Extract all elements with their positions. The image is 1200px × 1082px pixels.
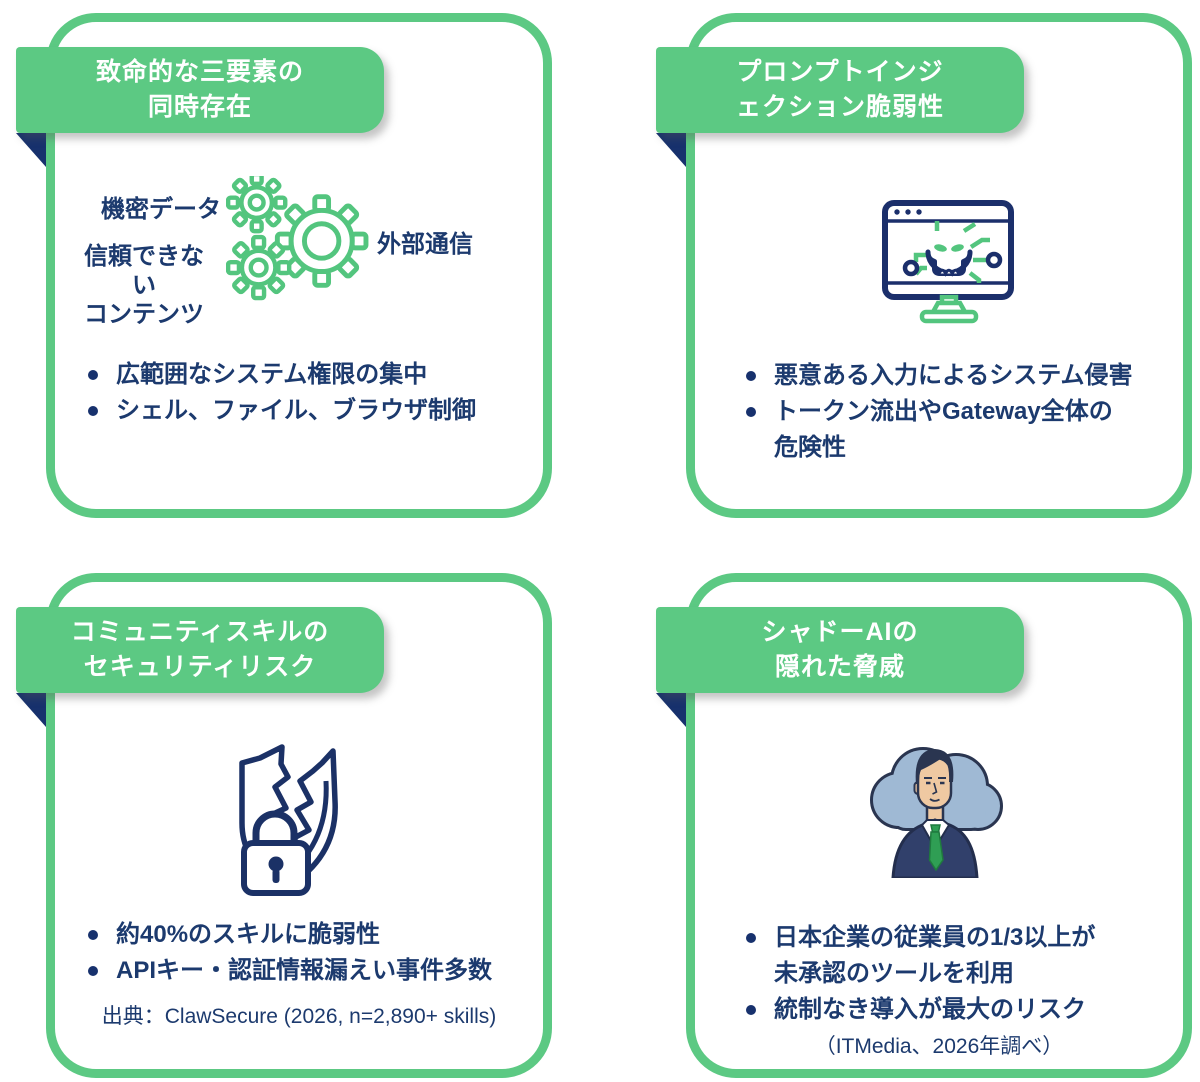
- label-untrusted-content: 信頼できない コンテンツ: [84, 243, 204, 328]
- bullet-list: 約40%のスキルに脆弱性 APIキー・認証情報漏えい事件多数: [76, 917, 516, 989]
- bullet-item: シェル、ファイル、ブラウザ制御: [76, 393, 516, 429]
- card-shadow-ai: シャドーAIの 隠れた脅威: [656, 573, 1192, 1078]
- ribbon-fold: [656, 133, 686, 167]
- card-title: コミュニティスキルの セキュリティリスク: [70, 618, 330, 681]
- bullet-item: トークン流出やGateway全体の 危険性: [734, 394, 1164, 466]
- gears-icon: [226, 176, 369, 301]
- bullet-list: 悪意ある入力によるシステム侵害 トークン流出やGateway全体の 危険性: [734, 358, 1164, 466]
- label-sensitive-data: 機密データ: [101, 196, 221, 223]
- bullet-list: 広範囲なシステム権限の集中 シェル、ファイル、ブラウザ制御: [76, 357, 516, 429]
- card-title: 致命的な三要素の 同時存在: [95, 58, 304, 121]
- card-prompt-injection: プロンプトインジ ェクション脆弱性: [656, 13, 1192, 518]
- cloud-businessman-icon: [870, 747, 1003, 878]
- bullet-item: 広範囲なシステム権限の集中: [76, 357, 516, 393]
- card-title: プロンプトインジ ェクション脆弱性: [735, 58, 944, 121]
- survey-note: （ITMedia、2026年調べ）: [814, 1035, 1064, 1058]
- card-community-skill-risk: コミュニティスキルの セキュリティリスク 約40%のスキルに脆弱性 APIキー・…: [16, 573, 552, 1078]
- ribbon-fold: [656, 693, 686, 727]
- card-title-ribbon: コミュニティスキルの セキュリティリスク: [16, 607, 384, 693]
- card-title-ribbon: シャドーAIの 隠れた脅威: [656, 607, 1024, 693]
- ribbon-fold: [16, 133, 46, 167]
- ribbon-fold: [16, 693, 46, 727]
- card-title: シャドーAIの 隠れた脅威: [761, 618, 919, 681]
- bullet-item: 統制なき導入が最大のリスク: [734, 992, 1164, 1028]
- bullet-list: 日本企業の従業員の1/3以上が 未承認のツールを利用 統制なき導入が最大のリスク: [734, 920, 1164, 1028]
- bullet-item: APIキー・認証情報漏えい事件多数: [76, 953, 516, 989]
- bullet-item: 日本企業の従業員の1/3以上が 未承認のツールを利用: [734, 920, 1164, 992]
- skull-monitor-icon: [882, 200, 1014, 324]
- bullet-item: 約40%のスキルに脆弱性: [76, 917, 516, 953]
- bullet-item: 悪意ある入力によるシステム侵害: [734, 358, 1164, 394]
- card-fatal-trifecta: 致命的な三要素の 同時存在 機密データ 信頼できない コンテンツ 外部通信: [16, 13, 552, 518]
- broken-shield-lock-icon: [239, 744, 338, 896]
- label-external-communication: 外部通信: [377, 231, 473, 258]
- source-note: 出典：ClawSecure (2026, n=2,890+ skills): [101, 1005, 497, 1028]
- card-title-ribbon: プロンプトインジ ェクション脆弱性: [656, 47, 1024, 133]
- card-title-ribbon: 致命的な三要素の 同時存在: [16, 47, 384, 133]
